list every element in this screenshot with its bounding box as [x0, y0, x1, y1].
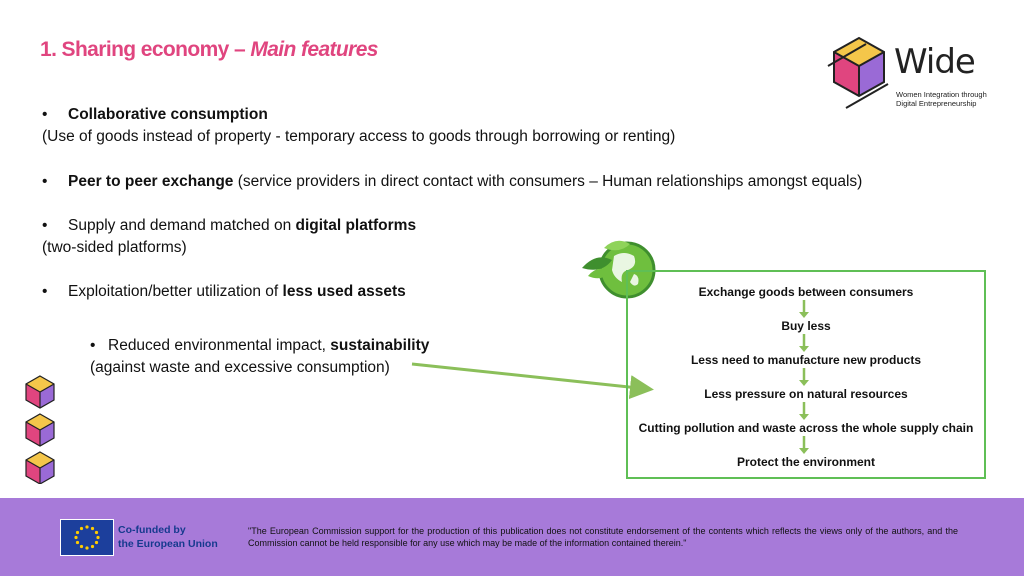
bullet-text: Reduced environmental impact,	[108, 337, 331, 354]
bullet-dot: •	[42, 173, 48, 190]
eu-disclaimer: "The European Commission support for the…	[248, 526, 958, 548]
flow-step: Less need to manufacture new products	[690, 353, 922, 367]
wide-logo: Wide Women Integration through Digital E…	[826, 32, 996, 112]
bullet-dot: •	[42, 217, 48, 234]
bullet-detail: (service providers in direct contact wit…	[233, 173, 863, 190]
bullet-dot: •	[90, 337, 96, 354]
bullet-title: Peer to peer exchange	[68, 173, 234, 190]
sub-bullet-sustainability: • Reduced environmental impact, sustainab…	[90, 335, 429, 356]
flow-arrows	[799, 300, 809, 454]
bullet-collaborative: • Collaborative consumption	[42, 104, 268, 125]
cofunded-line2: the European Union	[118, 538, 218, 550]
bullet-bold: sustainability	[330, 337, 430, 354]
bullet-dot: •	[42, 283, 48, 300]
flow-step: Buy less	[781, 319, 831, 333]
flow-step: Protect the environment	[736, 455, 876, 469]
bullet-text: Exploitation/better utilization of	[68, 283, 283, 300]
flow-step: Less pressure on natural resources	[704, 387, 908, 401]
cofunded-label: Co-funded by the European Union	[118, 523, 218, 551]
bullet-digital-platforms: • Supply and demand matched on digital pl…	[42, 215, 416, 236]
bullet-detail: (Use of goods instead of property - temp…	[42, 128, 676, 145]
logo-tagline-line2: Digital Entrepreneurship	[896, 99, 977, 108]
bullet-peer-to-peer: • Peer to peer exchange (service provider…	[42, 171, 862, 192]
bullet-detail: (two-sided platforms)	[42, 239, 187, 256]
bullet-title: Collaborative consumption	[68, 106, 268, 123]
sub-bullet-detail: (against waste and excessive consumption…	[90, 359, 390, 376]
logo-wordmark: Wide	[894, 42, 976, 82]
bullet-dot: •	[42, 106, 48, 123]
impact-flow-diagram: Exchange goods between consumers Buy les…	[626, 270, 986, 479]
slide-title: 1. Sharing economy – Main features	[40, 38, 378, 62]
flow-step: Exchange goods between consumers	[698, 285, 914, 299]
cofunded-line1: Co-funded by	[118, 524, 186, 536]
side-cube-decoration	[22, 372, 62, 485]
bullet-bold: digital platforms	[295, 217, 417, 234]
flow-step: Cutting pollution and waste across the w…	[638, 421, 974, 435]
logo-tagline: Women Integration through Digital Entrep…	[896, 90, 987, 108]
bullet-bold: less used assets	[282, 283, 406, 300]
title-main: 1. Sharing economy –	[40, 38, 251, 61]
footer-bar	[0, 498, 1024, 576]
logo-tagline-line1: Women Integration through	[896, 90, 987, 99]
eu-flag-icon	[60, 519, 114, 556]
bullet-less-used-assets: • Exploitation/better utilization of less…	[42, 281, 406, 302]
title-emphasis: Main features	[250, 38, 378, 61]
cube-logo-icon	[827, 36, 889, 109]
bullet-text: Supply and demand matched on	[68, 217, 296, 234]
